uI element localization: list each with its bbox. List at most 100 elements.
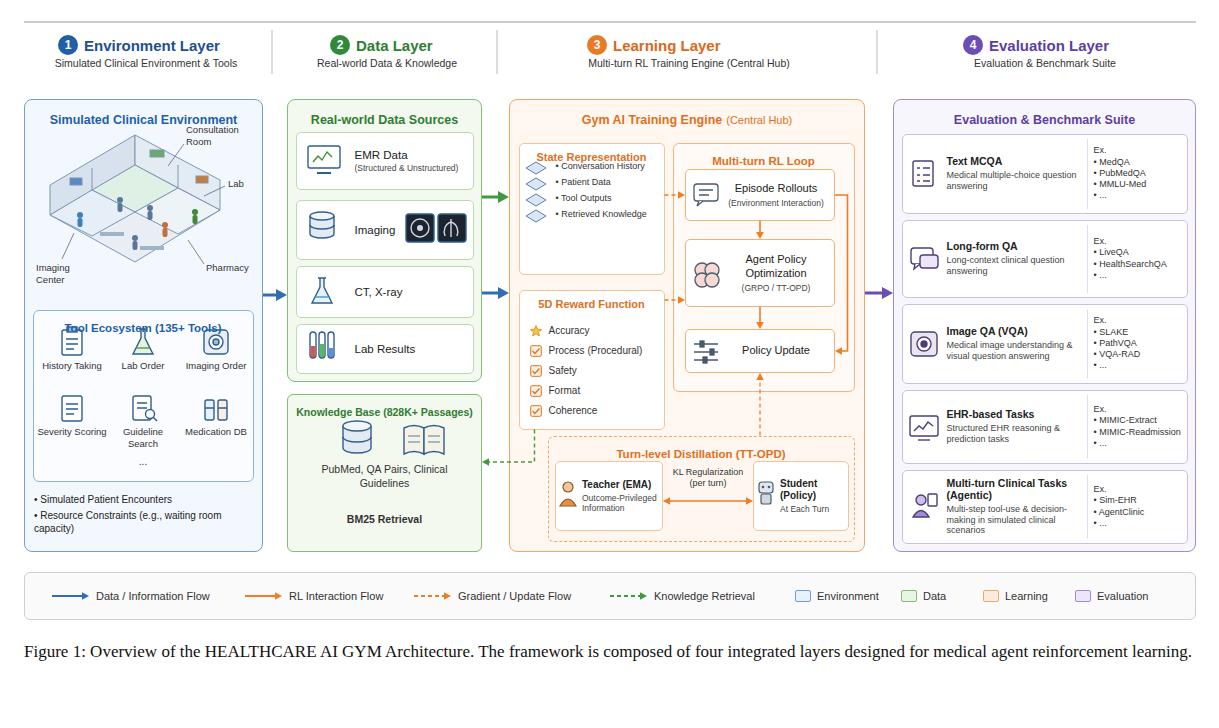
node-text: 3	[594, 39, 601, 51]
legend-text: RL Interaction Flow	[289, 589, 383, 603]
node-text: Student (Policy)	[780, 478, 845, 502]
layer-panel: Simulated Clinical EnvironmentTool Ecosy…	[24, 99, 263, 552]
legend-text: Data / Information Flow	[96, 589, 210, 603]
node-text: Format	[549, 385, 581, 396]
node-text: Long-context clinical question answering	[947, 255, 1081, 277]
checkbox-icon	[530, 385, 542, 397]
text-label: Medication DB	[181, 426, 251, 438]
text-label: Lab	[228, 178, 258, 190]
node-text: • MedQA	[1094, 157, 1186, 168]
legend-line	[610, 595, 640, 597]
node-text: Accuracy	[549, 325, 590, 336]
node-text: 5D Reward Function	[523, 298, 661, 310]
connector	[835, 195, 848, 355]
checkbox-icon	[530, 365, 542, 377]
node-text: Coherence	[549, 405, 598, 416]
text-label: Imaging Order	[181, 360, 251, 372]
node-text: 1	[65, 39, 72, 51]
panel-title: Turn-level Distillation (TT-OPD)	[616, 448, 785, 460]
layer-heading: Data Layer	[356, 37, 496, 56]
node-text: • LiveQA	[1094, 247, 1186, 258]
data-source-box: Imaging	[296, 200, 474, 260]
node-text: Ex.	[1094, 404, 1186, 415]
node-text: • MIMIC-Extract	[1094, 415, 1186, 426]
data-source-box: EMR Data(Structured & Unstructured)	[296, 132, 474, 190]
node-text: Long-form QA	[947, 240, 1081, 253]
process-box: Episode Rollouts(Environment Interaction…	[685, 169, 835, 221]
benchmark-box: Image QA (VQA)Medical image understandin…	[902, 304, 1188, 384]
text-label: Guideline Search	[108, 426, 178, 450]
node-text: Outcome-Privileged Information	[582, 493, 659, 513]
node-text: At Each Turn	[780, 504, 845, 514]
text-label: • Resource Constraints (e.g., waiting ro…	[34, 510, 258, 535]
data-source-box: Lab Results	[296, 324, 474, 374]
benchmark-box: Long-form QA Long-context clinical questi…	[902, 220, 1188, 298]
node-text: Episode Rollouts	[735, 182, 818, 196]
node-text: • Tool Outputs	[556, 190, 661, 206]
node-text: Teacher (EMA)	[582, 479, 659, 491]
node-text: PubMed, QA Pairs, Clinical Guidelines	[296, 463, 473, 490]
node-text: • ...	[1094, 438, 1186, 449]
loop-box: Multi-turn RL LoopEpisode Rollouts(Envir…	[673, 143, 855, 392]
panel-title: Knowledge Base (828K+ Passages)	[296, 406, 473, 418]
legend-text: Data	[923, 589, 946, 603]
student-box: Student (Policy) At Each Turn	[753, 461, 849, 531]
step-number: 4	[963, 35, 983, 55]
step-number: 3	[587, 35, 607, 55]
node-text: • Patient Data	[556, 174, 661, 190]
knowledge-panel: Knowledge Base (828K+ Passages) PubMed, Q…	[287, 394, 482, 552]
connector	[663, 497, 753, 505]
text-label: • Simulated Patient Encounters	[34, 494, 258, 507]
node-text: • SLAKE	[1094, 327, 1186, 338]
node-text: Ex.	[1094, 484, 1186, 495]
legend-line	[52, 595, 82, 597]
edge-label: KL Regularization (per turn)	[664, 467, 752, 490]
state-box: State Representation• Conversation Histo…	[519, 143, 665, 275]
node-text: Ex.	[1094, 236, 1186, 247]
panel-title: Evaluation & Benchmark Suite	[954, 113, 1135, 127]
text-label: History Taking	[37, 360, 107, 372]
node-text: • ...	[1094, 190, 1186, 201]
text-label: Imaging Center	[36, 262, 98, 286]
reward-box: 5D Reward FunctionAccuracyProcess (Proce…	[519, 290, 665, 430]
layer-heading: Simulated Clinical Environment & Tools	[24, 57, 268, 70]
node-text: EMR Data	[355, 149, 469, 161]
node-text: CT, X-ray	[355, 286, 469, 298]
node-text: BM25 Retrieval	[296, 513, 473, 525]
layer-heading: Learning Layer	[613, 37, 833, 56]
node-text: Structured EHR reasoning & prediction ta…	[947, 423, 1081, 445]
checkbox-icon	[530, 405, 542, 417]
panel-title: Multi-turn RL Loop	[712, 155, 815, 167]
node-text: • HealthSearchQA	[1094, 259, 1186, 270]
panel-title: Tool Ecosystem (135+ Tools)	[64, 322, 221, 334]
node-text: • ...	[1094, 518, 1186, 529]
layer-heading: Multi-turn RL Training Engine (Central H…	[505, 57, 873, 70]
layer-heading: Evaluation Layer	[989, 37, 1189, 56]
legend-swatch	[901, 590, 917, 602]
panel-subtitle: (Central Hub)	[726, 114, 792, 126]
node-text: • PubMedQA	[1094, 168, 1186, 179]
node-text: EHR-based Tasks	[947, 408, 1081, 421]
node-text: Agent Policy Optimization	[722, 253, 830, 281]
connector	[756, 307, 764, 329]
node-text: • Retrieved Knowledge	[556, 206, 661, 222]
node-text: 4	[970, 39, 977, 51]
node-text: Medical multiple-choice question answeri…	[947, 170, 1081, 192]
node-text: • ...	[1094, 270, 1186, 281]
teacher-box: Teacher (EMA) Outcome-Privileged Informat…	[555, 461, 663, 531]
process-box: Policy Update	[685, 329, 835, 373]
legend-line	[414, 595, 444, 597]
process-box: Agent Policy Optimization(GRPO / TT-OPD)	[685, 239, 835, 307]
legend-line	[245, 595, 275, 597]
node-text: • VQA-RAD	[1094, 349, 1186, 360]
legend-text: Evaluation	[1097, 589, 1148, 603]
node-text: Ex.	[1094, 315, 1186, 326]
tool-panel: Tool Ecosystem (135+ Tools)	[33, 310, 254, 482]
connector	[665, 191, 686, 199]
legend-text: Environment	[817, 589, 879, 603]
layer-panel: Real-world Data SourcesEMR Data(Structur…	[287, 99, 482, 382]
panel-title: Real-world Data Sources	[311, 113, 458, 127]
layer-panel: Evaluation & Benchmark SuiteText MCQAMed…	[893, 99, 1196, 552]
text-label: Severity Scoring	[37, 426, 107, 438]
node-text: Multi-turn Clinical Tasks (Agentic)	[947, 477, 1081, 502]
